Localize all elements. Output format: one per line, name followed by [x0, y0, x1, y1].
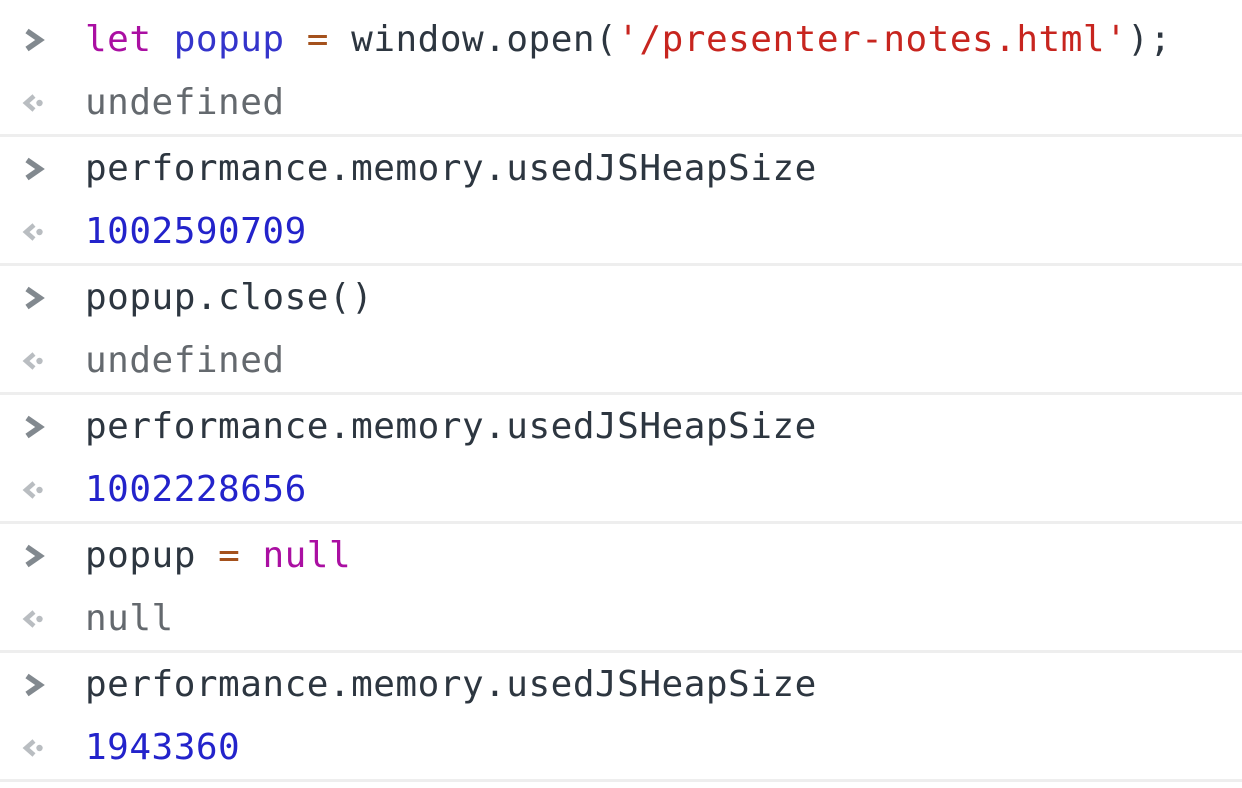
- code-token: =: [306, 19, 329, 60]
- console-output-row: 1943360: [0, 716, 1242, 779]
- console-output-value: 1943360: [85, 727, 241, 768]
- result-left-arrow-icon: [0, 348, 85, 374]
- console-input-row: performance.memory.usedJSHeapSize: [0, 395, 1242, 458]
- code-token: window.open(: [351, 19, 618, 60]
- chevron-right-icon: [0, 156, 85, 182]
- chevron-right-icon: [0, 414, 85, 440]
- console-entry: performance.memory.usedJSHeapSize 1943360: [0, 653, 1242, 782]
- code-token: performance.memory.usedJSHeapSize: [85, 664, 817, 705]
- code-token: '/presenter-notes.html': [617, 19, 1128, 60]
- code-token: popup.close(): [85, 277, 374, 318]
- chevron-right-icon: [0, 285, 85, 311]
- code-token: [240, 535, 262, 576]
- code-token: popup: [85, 535, 196, 576]
- console-input-row: popup.close(): [0, 266, 1242, 329]
- console-entry: let popup = window.open('/presenter-note…: [0, 8, 1242, 137]
- console-input-row: let popup = window.open('/presenter-note…: [0, 8, 1242, 71]
- console-output-value: 1002228656: [85, 469, 307, 510]
- console-entry: popup.close() undefined: [0, 266, 1242, 395]
- code-token: [329, 19, 351, 60]
- code-token: [152, 19, 174, 60]
- console-output-value: undefined: [85, 340, 285, 381]
- console-input-expression: let popup = window.open('/presenter-note…: [85, 8, 1172, 71]
- code-token: performance.memory.usedJSHeapSize: [85, 406, 817, 447]
- chevron-right-icon: [0, 672, 85, 698]
- result-left-arrow-icon: [0, 735, 85, 761]
- code-token: null: [262, 535, 352, 576]
- console-input-expression: performance.memory.usedJSHeapSize: [85, 137, 817, 200]
- console-output-value: null: [85, 598, 174, 639]
- console-entry: performance.memory.usedJSHeapSize 1002228…: [0, 395, 1242, 524]
- console-input-expression: performance.memory.usedJSHeapSize: [85, 395, 817, 458]
- chevron-right-icon: [0, 543, 85, 569]
- code-token: popup: [173, 19, 285, 60]
- result-left-arrow-icon: [0, 219, 85, 245]
- console-input-row: popup = null: [0, 524, 1242, 587]
- console-output-value: 1002590709: [85, 211, 307, 252]
- console-output-row: null: [0, 587, 1242, 650]
- code-token: [196, 535, 218, 576]
- console-input-row: performance.memory.usedJSHeapSize: [0, 137, 1242, 200]
- code-token: [285, 19, 307, 60]
- console-output-row: 1002228656: [0, 458, 1242, 521]
- console-input-expression: performance.memory.usedJSHeapSize: [85, 653, 817, 716]
- code-token: =: [218, 535, 241, 576]
- console-output-value: undefined: [85, 82, 285, 123]
- result-left-arrow-icon: [0, 477, 85, 503]
- console-entry: performance.memory.usedJSHeapSize 1002590…: [0, 137, 1242, 266]
- console-input-expression: popup = null: [85, 524, 351, 587]
- console-input-row: performance.memory.usedJSHeapSize: [0, 653, 1242, 716]
- chevron-right-icon: [0, 27, 85, 53]
- console-output-row: 1002590709: [0, 200, 1242, 263]
- code-token: );: [1127, 19, 1172, 60]
- code-token: performance.memory.usedJSHeapSize: [85, 148, 817, 189]
- console-output-row: undefined: [0, 329, 1242, 392]
- console-output-row: undefined: [0, 71, 1242, 134]
- code-token: let: [85, 19, 152, 60]
- result-left-arrow-icon: [0, 90, 85, 116]
- result-left-arrow-icon: [0, 606, 85, 632]
- console-input-expression: popup.close(): [85, 266, 373, 329]
